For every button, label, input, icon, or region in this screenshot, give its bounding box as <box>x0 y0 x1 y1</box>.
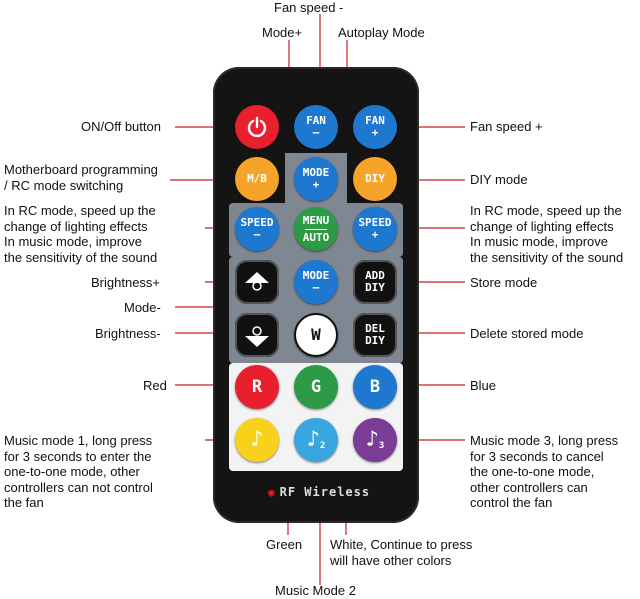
add-diy-button[interactable]: ADD DIY <box>353 260 397 304</box>
speed-plus-button[interactable]: SPEED + <box>353 207 397 251</box>
label-mode-plus: Mode+ <box>262 25 303 40</box>
auto-label: AUTO <box>302 230 330 244</box>
del-diy-button[interactable]: DEL DIY <box>353 313 397 357</box>
del-label: DEL <box>365 322 385 335</box>
fan-label: FAN <box>306 114 326 127</box>
label-fan-speed-minus: Fan speed - <box>274 0 344 15</box>
music-note-icon: ♪ <box>250 427 264 452</box>
diy-label: DIY <box>365 281 385 294</box>
speed-label: SPEED <box>240 216 274 229</box>
remote-control: FAN – FAN + M/B MODE + DIY SPEED – MENU … <box>213 67 419 523</box>
num-3-label: 3 <box>378 441 385 451</box>
r-label: R <box>251 377 263 397</box>
brightness-minus-button[interactable] <box>235 313 279 357</box>
label-brightness-minus: Brightness- <box>95 326 161 341</box>
w-label: W <box>311 325 321 344</box>
plus-label: + <box>371 126 379 139</box>
menu-separator <box>305 228 327 230</box>
label-delete-stored: Delete stored mode <box>470 326 584 341</box>
music-mode-3-button[interactable]: ♪3 <box>353 418 397 462</box>
b-label: B <box>369 377 381 397</box>
add-label: ADD <box>365 269 385 282</box>
label-rc-speed-left: In RC mode, speed up the change of light… <box>4 203 158 265</box>
label-green: Green <box>266 537 303 552</box>
brightness-down-icon <box>245 326 269 347</box>
speed-minus-button[interactable]: SPEED – <box>235 207 279 251</box>
menu-label: MENU <box>302 213 330 227</box>
fan-label: FAN <box>365 114 385 127</box>
plus-label: + <box>312 178 320 191</box>
fan-speed-minus-button[interactable]: FAN – <box>294 105 338 149</box>
music-mode-2-button[interactable]: ♪2 <box>294 418 338 462</box>
power-button[interactable] <box>235 105 279 149</box>
label-fan-speed-plus: Fan speed + <box>470 119 543 134</box>
mb-label: M/B <box>247 172 267 185</box>
white-button[interactable]: W <box>294 313 338 357</box>
music-mode-1-button[interactable]: ♪ <box>235 418 279 462</box>
red-button[interactable]: R <box>235 365 279 409</box>
g-label: G <box>310 377 322 397</box>
menu-auto-button[interactable]: MENU AUTO <box>294 207 338 251</box>
rf-wireless-footer: ◉ RF Wireless <box>268 483 378 501</box>
plus-label: + <box>371 228 379 241</box>
music-note-icon: ♪ <box>365 427 379 452</box>
label-white: White, Continue to press will have other… <box>330 537 473 568</box>
power-icon <box>247 116 267 138</box>
fan-speed-plus-button[interactable]: FAN + <box>353 105 397 149</box>
label-music-2: Music Mode 2 <box>275 583 356 598</box>
rf-wireless-label: RF Wireless <box>279 485 371 499</box>
label-rc-speed-right: In RC mode, speed up the change of light… <box>470 203 624 265</box>
label-brightness-plus: Brightness+ <box>91 275 161 290</box>
minus-label: – <box>312 126 320 139</box>
music-note-icon: ♪ <box>306 427 320 452</box>
mode-minus-button[interactable]: MODE – <box>294 260 338 304</box>
label-mode-minus: Mode- <box>124 300 161 315</box>
brightness-plus-button[interactable] <box>235 260 279 304</box>
label-blue: Blue <box>470 378 497 393</box>
diy-label: DIY <box>365 172 385 185</box>
label-autoplay-mode: Autoplay Mode <box>338 25 425 40</box>
brightness-up-icon <box>245 272 269 291</box>
diy-button[interactable]: DIY <box>353 157 397 201</box>
num-2-label: 2 <box>319 441 326 451</box>
wireless-icon: ◉ <box>268 485 276 499</box>
label-motherboard: Motherboard programming / RC mode switch… <box>4 162 158 193</box>
label-on-off: ON/Off button <box>81 119 161 134</box>
minus-label: – <box>253 228 261 241</box>
label-diy-mode: DIY mode <box>470 172 528 187</box>
diy-label: DIY <box>365 334 385 347</box>
blue-button[interactable]: B <box>353 365 397 409</box>
minus-label: – <box>312 281 320 294</box>
speed-label: SPEED <box>358 216 392 229</box>
mode-label: MODE <box>302 269 330 282</box>
mode-plus-button[interactable]: MODE + <box>294 157 338 201</box>
label-music-1: Music mode 1, long press for 3 seconds t… <box>4 433 153 510</box>
mb-button[interactable]: M/B <box>235 157 279 201</box>
label-store-mode: Store mode <box>470 275 538 290</box>
label-red: Red <box>143 378 167 393</box>
green-button[interactable]: G <box>294 365 338 409</box>
mode-label: MODE <box>302 166 330 179</box>
label-music-3: Music mode 3, long press for 3 seconds t… <box>470 433 619 510</box>
